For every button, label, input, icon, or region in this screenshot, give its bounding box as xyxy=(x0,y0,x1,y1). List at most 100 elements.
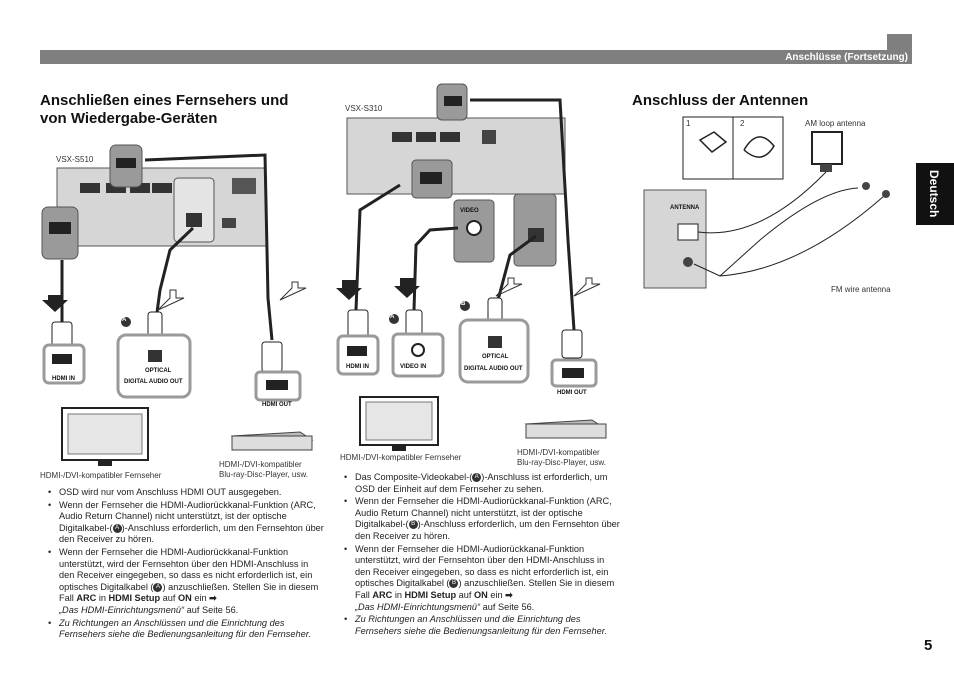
hdmi-cable-tv xyxy=(354,183,401,311)
middle-model-label: VSX-S310 xyxy=(345,104,383,113)
optical-cable xyxy=(496,234,537,301)
middle-hdmi-out-label: HDMI OUT xyxy=(557,390,587,396)
left-note-1: OSD wird nur vom Anschluss HDMI OUT ausg… xyxy=(48,487,326,499)
hdmi-port xyxy=(80,183,100,193)
fm-wire-end xyxy=(862,182,870,190)
rca-port xyxy=(482,130,496,144)
middle-digital-audio-out-label: DIGITAL AUDIO OUT xyxy=(464,366,523,372)
coax-port xyxy=(222,218,236,228)
section-header-bar xyxy=(40,50,912,64)
lan-port xyxy=(232,178,256,194)
middle-marker-b-text: B xyxy=(461,301,466,307)
left-bd-caption-2: Blu-ray-Disc-Player, usw. xyxy=(219,470,308,479)
arrow-down-icon xyxy=(42,295,68,312)
page-ref-arrow-icon: ➡ xyxy=(505,589,513,600)
left-bd-caption-1: HDMI-/DVI-kompatibler xyxy=(219,460,302,469)
left-title-line2: von Wiedergabe-Geräten xyxy=(40,110,218,127)
hdmi-port-zoom xyxy=(116,158,136,168)
optical-callout xyxy=(173,177,215,243)
left-section-title: Anschließen eines Fernsehers und von Wie… xyxy=(40,92,288,128)
arrow-up-icon xyxy=(573,277,601,297)
left-marker-a-text: A xyxy=(122,317,127,323)
right-section-title: Anschluss der Antennen xyxy=(632,92,809,109)
left-optical-label: OPTICAL xyxy=(145,368,172,374)
hdmi-port xyxy=(130,183,150,193)
hdmi-port-zoom xyxy=(562,368,584,378)
tv-screen xyxy=(365,401,433,441)
video-cable xyxy=(412,226,459,311)
middle-video-label: VIDEO xyxy=(460,208,479,214)
left-note-2: Wenn der Fernseher die HDMI-Audiorückkan… xyxy=(48,500,326,546)
left-tv-caption: HDMI-/DVI-kompatibler Fernseher xyxy=(40,471,162,480)
hdmi-port xyxy=(440,132,460,142)
tv-stand xyxy=(392,445,406,451)
tv-optical-out-callout xyxy=(116,333,192,399)
rca-port-zoom xyxy=(411,343,425,357)
hdmi-port-zoom xyxy=(52,354,72,364)
marker-b-inline: B xyxy=(449,579,459,589)
hdmi-cable-bd xyxy=(144,153,274,341)
step-1-label: 1 xyxy=(686,119,691,128)
page-number: 5 xyxy=(924,637,933,654)
arrow-up-icon xyxy=(495,277,523,297)
left-hdmi-in-label: HDMI IN xyxy=(52,376,75,382)
left-model-label: VSX-S510 xyxy=(56,155,94,164)
middle-note-4: Zu Richtungen an Anschlüssen und die Ein… xyxy=(344,614,620,637)
marker-a-inline: A xyxy=(153,582,163,592)
bd-player-front xyxy=(231,435,313,451)
optical-cable xyxy=(154,226,195,321)
am-antenna-assembled-icon xyxy=(743,136,775,158)
left-notes-list: OSD wird nur vom Anschluss HDMI OUT ausg… xyxy=(48,487,326,642)
left-note-3: Wenn der Fernseher die HDMI-Audiorückkan… xyxy=(48,547,326,617)
left-note-4: Zu Richtungen an Anschlüssen und die Ein… xyxy=(48,618,326,641)
hdmi-port xyxy=(416,132,436,142)
optical-port xyxy=(186,213,202,227)
hdmi-cable-bd xyxy=(470,98,576,331)
middle-tv-caption: HDMI-/DVI-kompatibler Fernseher xyxy=(340,453,462,462)
hdmi-port-zoom xyxy=(444,96,462,106)
fm-terminal xyxy=(683,257,693,267)
left-hdmi-out-label: HDMI OUT xyxy=(262,402,292,408)
bd-player-front xyxy=(525,423,607,439)
arrow-down-icon xyxy=(394,278,420,298)
left-title-line1: Anschließen eines Fernsehers und xyxy=(40,92,289,109)
tv-optical-out-callout xyxy=(458,318,530,384)
middle-marker-a-text: A xyxy=(390,314,395,320)
tv-stand xyxy=(98,460,112,466)
marker-a-inline: A xyxy=(472,473,482,483)
step-2-label: 2 xyxy=(740,119,745,128)
hdmi-port xyxy=(106,183,126,193)
middle-bd-caption-2: Blu-ray-Disc-Player, usw. xyxy=(517,458,606,467)
am-loop-base xyxy=(820,164,832,172)
section-header-text: Anschlüsse (Fortsetzung) xyxy=(785,52,908,63)
hdmi-port xyxy=(152,183,172,193)
antenna-panel-label: ANTENNA xyxy=(670,205,700,211)
left-digital-audio-out-label: DIGITAL AUDIO OUT xyxy=(124,379,183,385)
am-antenna-stand-icon xyxy=(698,131,728,153)
rca-video-port xyxy=(466,220,482,236)
middle-note-2: Wenn der Fernseher die HDMI-Audiorückkan… xyxy=(344,496,620,542)
hdmi-port-zoom xyxy=(266,380,288,390)
am-antenna-label: AM loop antenna xyxy=(805,119,866,128)
tv-screen xyxy=(67,413,143,455)
hdmi-port-zoom xyxy=(420,172,442,184)
middle-note-3: Wenn der Fernseher die HDMI-Audiorückkan… xyxy=(344,544,620,614)
arrow-down-icon xyxy=(336,280,362,300)
marker-b-inline: B xyxy=(408,520,418,530)
arrow-up-icon xyxy=(157,289,185,311)
language-tab-label: Deutsch xyxy=(927,170,941,218)
fm-antenna-label: FM wire antenna xyxy=(831,285,891,294)
middle-optical-label: OPTICAL xyxy=(482,354,509,360)
language-tab: Deutsch xyxy=(916,163,954,225)
fm-wire xyxy=(719,195,885,277)
marker-b xyxy=(460,301,470,311)
arrow-up-icon xyxy=(279,281,307,301)
middle-note-1: Das Composite-Videokabel-(A)-Anschluss i… xyxy=(344,472,620,495)
marker-a-inline: A xyxy=(112,523,122,533)
marker-a xyxy=(121,317,131,327)
hdmi-port-zoom xyxy=(49,222,71,234)
fm-wire-end xyxy=(882,190,890,198)
middle-hdmi-in-label: HDMI IN xyxy=(346,364,369,370)
